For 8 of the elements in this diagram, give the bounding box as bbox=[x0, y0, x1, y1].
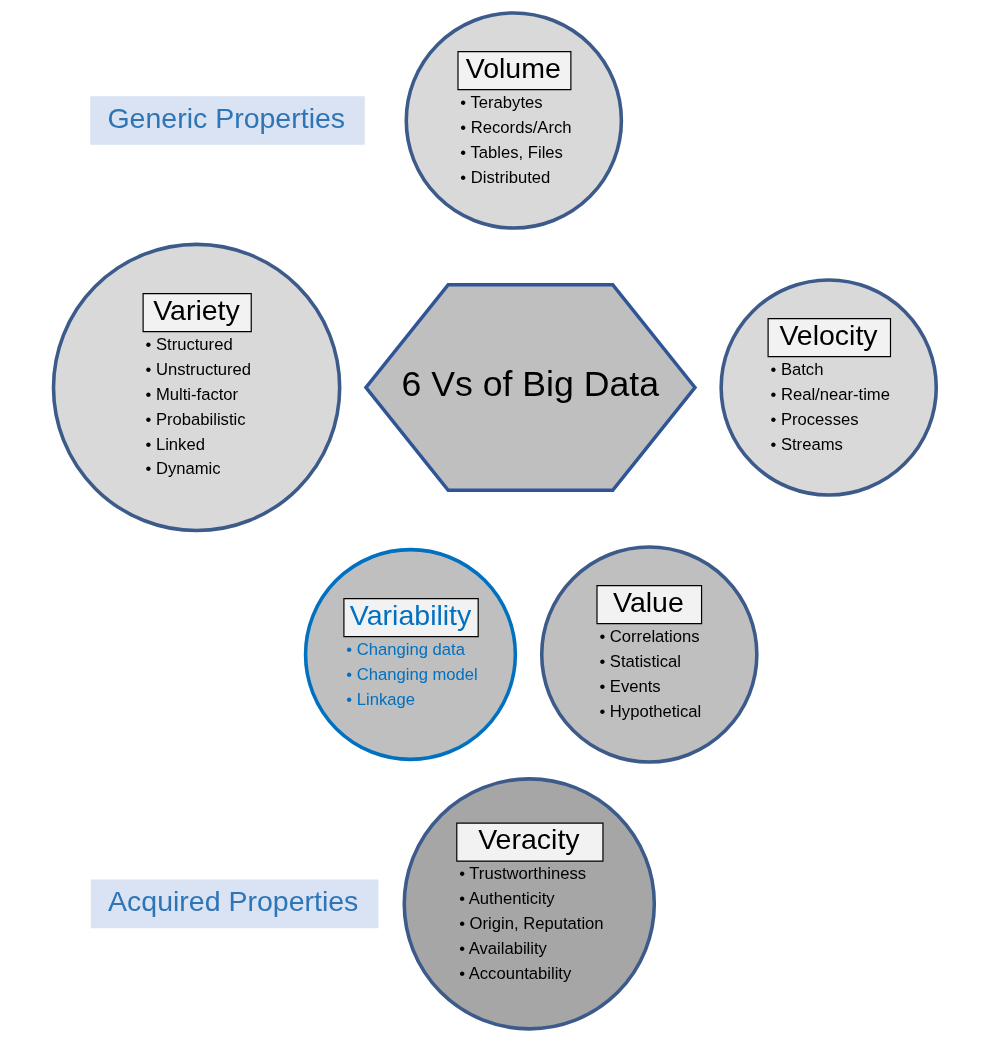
node-circle: Veracity • Trustworthiness • Authenticity • Origin, Reputation • Availability • Accountability bbox=[402, 777, 657, 1031]
node-box: Generic Properties bbox=[90, 96, 365, 145]
node-circle: Variety • Structured • Unstructured • Multi-factor • Probabilistic • Linked • Dynamic bbox=[51, 242, 342, 533]
node-circle: Variability • Changing data • Changing model • Linkage bbox=[303, 547, 518, 762]
node-box: Acquired Properties bbox=[90, 879, 379, 929]
node-circle: Velocity • Batch • Real/near-time • Processes • Streams bbox=[719, 278, 939, 497]
node-circle: Volume • Terabytes • Records/Arch • Tables, Files • Distributed bbox=[404, 11, 624, 230]
node-circle: Value • Correlations • Statistical • Events • Hypothetical bbox=[539, 545, 759, 764]
